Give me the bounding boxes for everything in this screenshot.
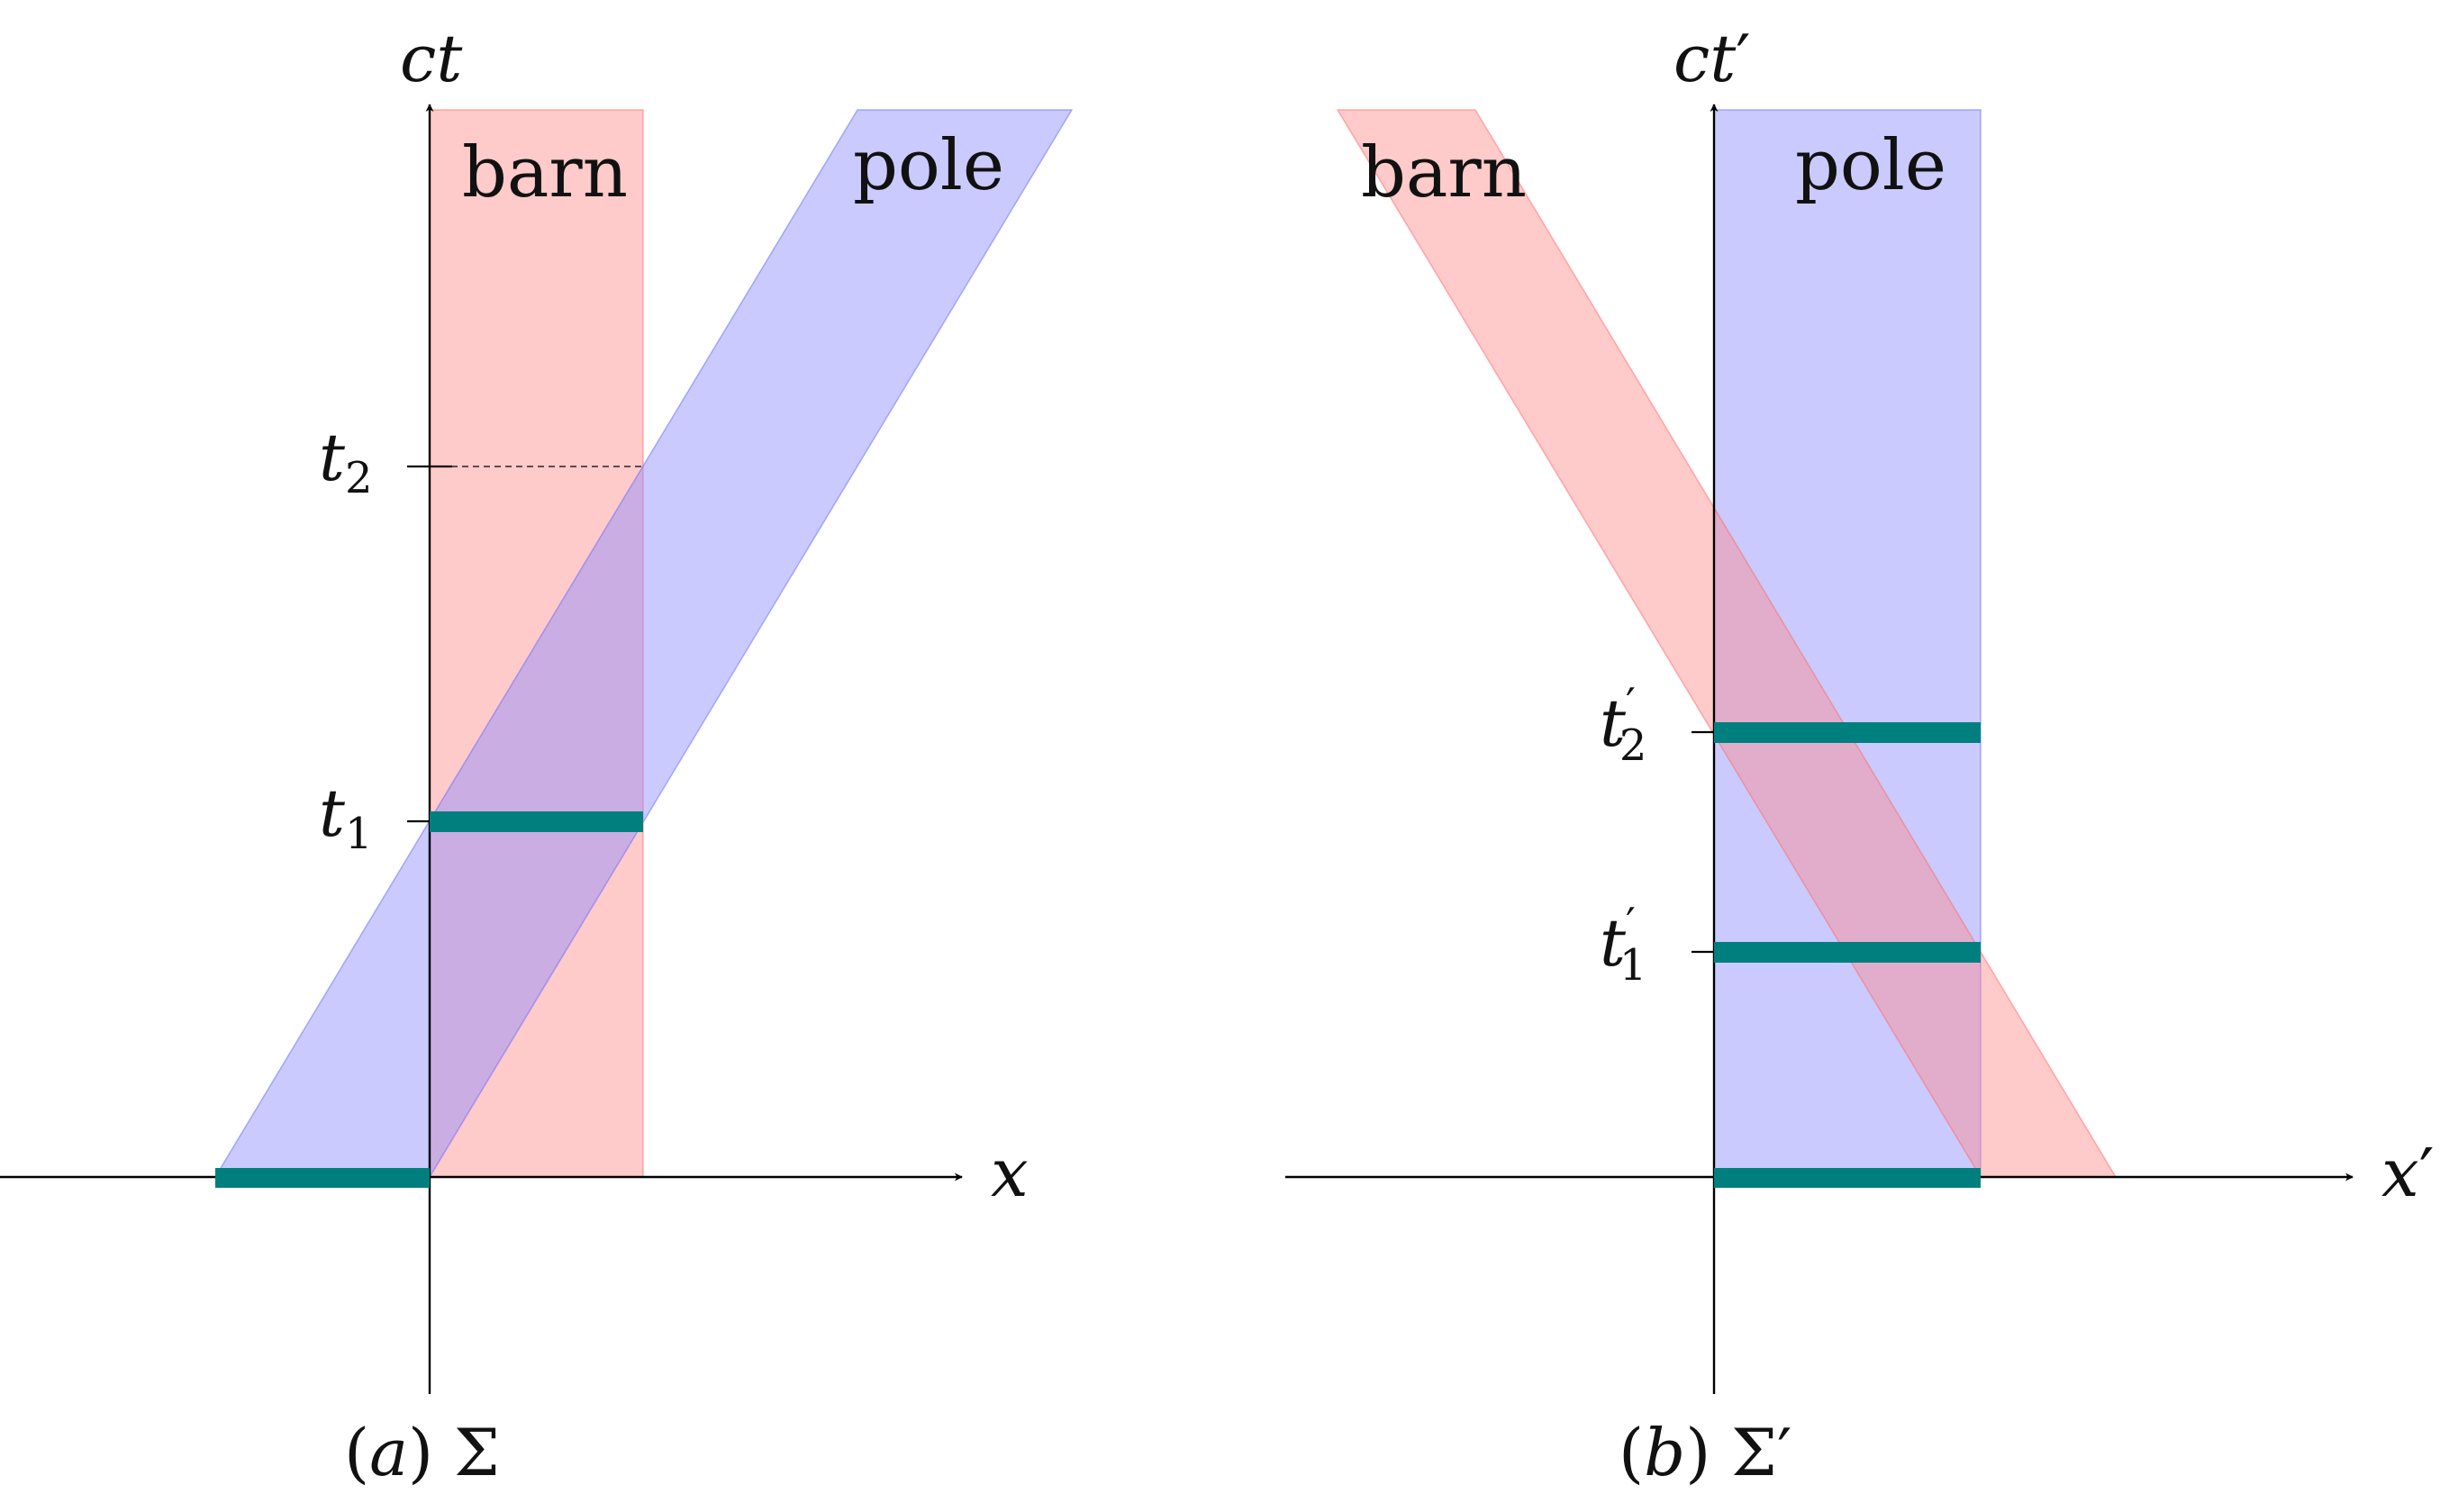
panel-a-rod-t1 [430, 811, 643, 832]
panel-b: barn pole ct′ x′ t′2 t′1 (b) Σ′ [1285, 21, 2435, 1490]
panel-a-tick-t1-label: t1 [319, 775, 372, 859]
panel-b-pole-label: pole [1795, 125, 1946, 206]
panel-b-rod-t1 [1714, 942, 1981, 963]
panel-a-caption: (a) Σ [344, 1415, 500, 1490]
panel-b-rod-t0 [1714, 1168, 1981, 1188]
panel-b-tick-t2-label: t′2 [1600, 679, 1646, 771]
panel-b-x-axis-label: x′ [2381, 1135, 2435, 1212]
panel-a-tick-t2-label: t2 [319, 420, 372, 503]
panel-a-barn-label: barn [462, 132, 628, 213]
panel-b-caption: (b) Σ′ [1619, 1415, 1791, 1490]
panel-b-barn-label: barn [1361, 132, 1527, 213]
panel-b-pole-band [1713, 109, 1982, 1178]
panel-a-ct-axis-label: ct [400, 21, 463, 96]
panel-a: barn pole ct x t1 t2 (a) Σ [0, 21, 1074, 1490]
panel-b-tick-t1-label: t′1 [1600, 899, 1646, 991]
panel-a-pole-label: pole [853, 125, 1004, 206]
panel-a-x-axis-label: x [991, 1135, 1029, 1212]
panel-b-rod-t2 [1714, 722, 1981, 743]
panel-a-rod-t0 [215, 1168, 430, 1188]
panel-b-ct-axis-label: ct′ [1673, 21, 1751, 96]
